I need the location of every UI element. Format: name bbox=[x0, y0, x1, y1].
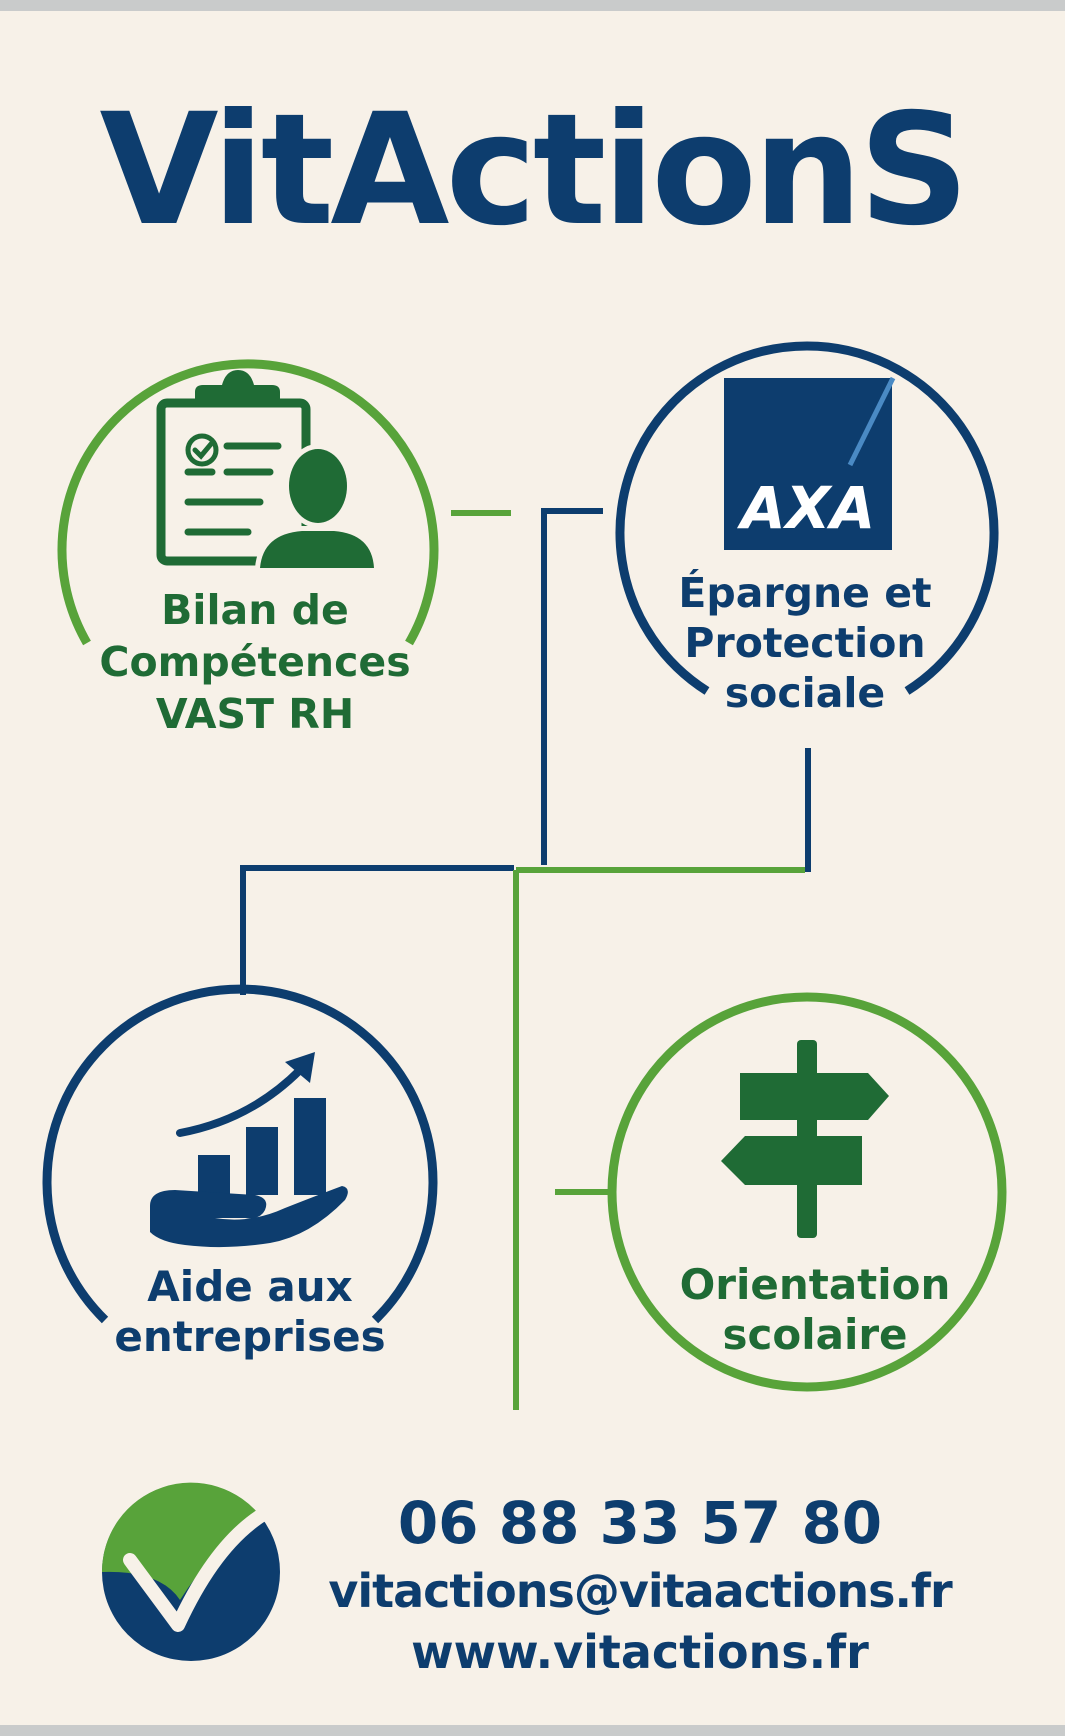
epargne-circle bbox=[615, 341, 999, 695]
clipboard-person-icon bbox=[156, 370, 378, 568]
aide-line-2: entreprises bbox=[114, 1312, 386, 1361]
hand-growth-chart-icon bbox=[150, 1052, 348, 1248]
bilan-line-3: VAST RH bbox=[155, 690, 355, 738]
axa-logo: AXA bbox=[724, 376, 896, 550]
contact-phone[interactable]: 06 88 33 57 80 bbox=[397, 1489, 883, 1557]
page-title: VitActionS bbox=[99, 81, 969, 260]
aide-connector bbox=[240, 865, 514, 995]
orientation-line-1: Orientation bbox=[679, 1260, 951, 1309]
orientation-line-2: scolaire bbox=[722, 1310, 908, 1359]
bilan-line-2: Compétences bbox=[99, 638, 411, 686]
checkmark-logo bbox=[101, 1482, 280, 1661]
bilan-circle bbox=[57, 359, 439, 646]
aide-line-1: Aide aux bbox=[147, 1262, 353, 1311]
axa-logo-text: AXA bbox=[737, 474, 876, 542]
label-bilan-competences: Bilan de Compétences VAST RH bbox=[70, 584, 440, 740]
label-aide-entreprises: Aide aux entreprises bbox=[95, 1262, 405, 1362]
connector-lines bbox=[240, 508, 811, 1410]
label-orientation-scolaire: Orientation scolaire bbox=[640, 1260, 990, 1360]
epargne-line-2: Protection bbox=[684, 619, 926, 667]
epargne-line-3: sociale bbox=[724, 669, 886, 717]
contact-website[interactable]: www.vitactions.fr bbox=[411, 1625, 869, 1679]
bilan-line-1: Bilan de bbox=[161, 586, 349, 634]
contact-email[interactable]: vitactions@vitaactions.fr bbox=[328, 1564, 952, 1618]
epargne-connector bbox=[541, 508, 603, 865]
signpost-icon bbox=[721, 1040, 889, 1238]
label-epargne-protection: Épargne et Protection sociale bbox=[615, 568, 995, 718]
epargne-line-1: Épargne et bbox=[678, 569, 932, 617]
